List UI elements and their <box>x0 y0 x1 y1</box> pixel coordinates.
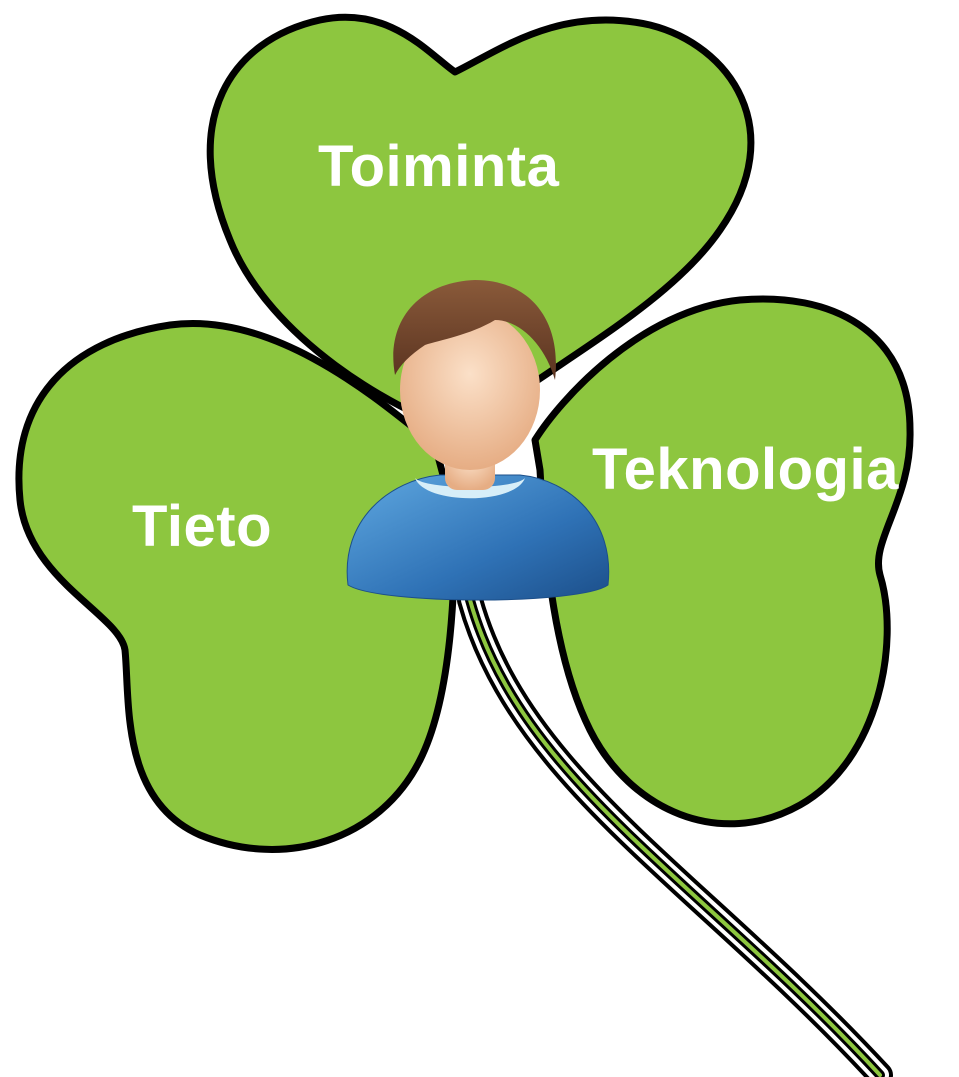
leaf-label-teknologia: Teknologia <box>592 437 899 502</box>
leaf-left <box>15 320 459 853</box>
leaf-label-toiminta: Toiminta <box>318 134 560 199</box>
leaf-top <box>206 13 755 434</box>
stem <box>457 587 893 1077</box>
leaf-label-tieto: Tieto <box>132 494 272 559</box>
leaf-right <box>531 295 914 828</box>
person-avatar-icon <box>346 280 610 601</box>
